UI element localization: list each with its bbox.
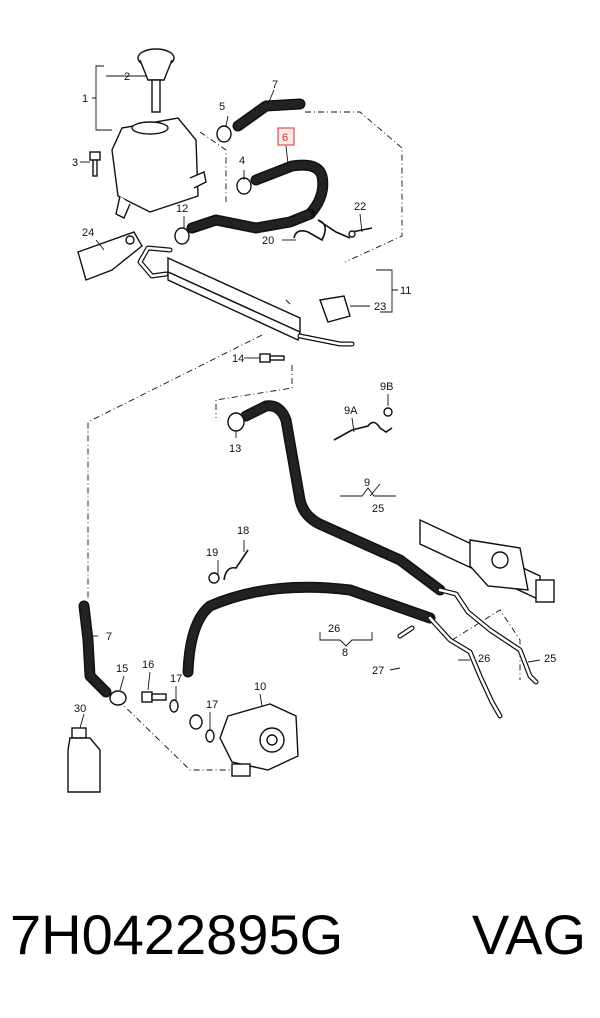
pressure-hose-8-part [182, 581, 503, 719]
label-9a: 9A [344, 405, 358, 417]
hose-6-part [186, 159, 329, 234]
label-4: 4 [239, 155, 245, 167]
clamp-13-part [227, 412, 245, 432]
hose-7-top-part [232, 98, 306, 132]
clamp-5-part [216, 125, 232, 143]
label-23: 23 [374, 301, 386, 313]
assembly-outline [87, 111, 521, 771]
nut-19-part [208, 572, 220, 584]
power-steering-parts-diagram: 1 2 3 5 4 7 6 12 24 20 22 23 11 14 9B 9A… [67, 48, 556, 793]
label-13: 13 [229, 443, 241, 455]
bolt-16-part [141, 691, 167, 703]
fluid-bottle-30-part [67, 727, 101, 793]
clamp-12-part [174, 227, 190, 245]
bolt-14-part [259, 353, 285, 363]
clamp-4-part [236, 177, 252, 195]
washer-part [189, 714, 203, 730]
label-30: 30 [74, 703, 86, 715]
label-25-top: 25 [372, 503, 384, 515]
label-5: 5 [219, 101, 225, 113]
bracket-24-part [77, 231, 143, 281]
label-15: 15 [116, 663, 128, 675]
label-26-right: 26 [478, 653, 490, 665]
reservoir-cap-part [137, 48, 175, 113]
label-27: 27 [372, 665, 384, 677]
clip-23-part [319, 295, 351, 323]
label-7-lower: 7 [106, 631, 112, 643]
label-9: 9 [364, 477, 370, 489]
label-10: 10 [254, 681, 266, 693]
highlight-box-6 [277, 127, 295, 146]
label-1: 1 [82, 93, 88, 105]
label-6: 6 [282, 132, 288, 144]
clip-20-part [293, 219, 351, 242]
nut-9b-part [383, 407, 393, 417]
label-8: 8 [342, 647, 348, 659]
label-3: 3 [72, 157, 78, 169]
label-20: 20 [262, 235, 274, 247]
seal-17a-part [169, 699, 179, 713]
screw-22-part [348, 227, 373, 238]
label-12: 12 [176, 203, 188, 215]
brand-label: VAG [471, 903, 586, 966]
label-17-left: 17 [170, 673, 182, 685]
label-24: 24 [82, 227, 94, 239]
clamp-15-part [109, 690, 127, 706]
label-26-left: 26 [328, 623, 340, 635]
label-18: 18 [237, 525, 249, 537]
leader-lines [79, 75, 541, 730]
cooler-11-part [137, 245, 355, 347]
clip-9a-part [333, 421, 393, 441]
hose-7-lower-part [78, 600, 112, 698]
label-7-top: 7 [272, 79, 278, 91]
steering-rack-part [419, 518, 555, 603]
seal-17b-part [205, 729, 215, 743]
label-11: 11 [400, 285, 411, 297]
bolt-3-part [89, 151, 101, 177]
label-22: 22 [354, 201, 366, 213]
label-17-right: 17 [206, 699, 218, 711]
label-25-right: 25 [544, 653, 556, 665]
reservoir-part [111, 117, 207, 219]
part-labels: 1 2 3 5 4 7 6 12 24 20 22 23 11 14 9B 9A… [72, 71, 556, 715]
label-14: 14 [232, 353, 244, 365]
label-19: 19 [206, 547, 218, 559]
return-hose-9-part [240, 400, 539, 685]
part-number: 7H0422895G [10, 903, 344, 966]
pump-10-part [219, 703, 299, 777]
label-16: 16 [142, 659, 154, 671]
label-2: 2 [124, 71, 130, 83]
clamp-18-part [223, 549, 249, 581]
label-9b: 9B [380, 381, 393, 393]
footer: 7H0422895G VAG [0, 890, 600, 980]
